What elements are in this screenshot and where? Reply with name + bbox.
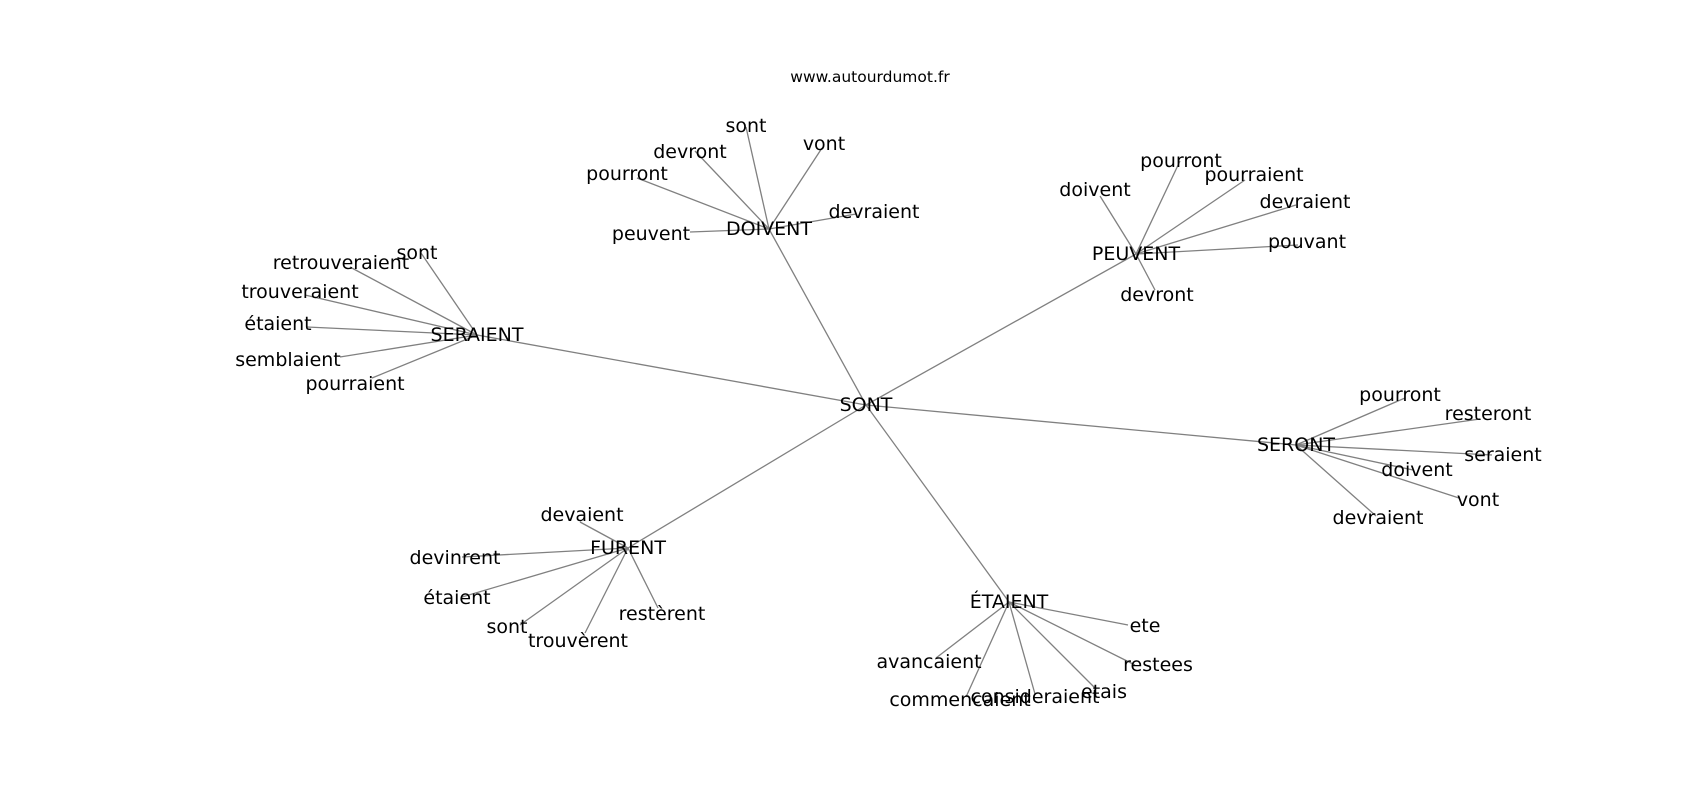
edge-hub-to-word	[694, 150, 770, 230]
edge-hub-to-word	[1135, 160, 1181, 255]
leaf-word-node[interactable]: retrouveraient	[273, 252, 409, 274]
leaf-word-node[interactable]: trouvèrent	[528, 630, 628, 652]
hub-word-node[interactable]: SERONT	[1257, 434, 1335, 456]
edge-hub-to-word	[935, 601, 1010, 659]
leaf-word-node[interactable]: étaient	[423, 587, 490, 609]
edge-hub-to-word	[1008, 601, 1097, 690]
hub-word-node[interactable]: SERAIENT	[431, 324, 524, 346]
edge-center-to-hub	[865, 404, 1010, 603]
edge-center-to-hub	[476, 334, 867, 406]
leaf-word-node[interactable]: vont	[1457, 489, 1499, 511]
edge-hub-to-word	[689, 228, 770, 233]
leaf-word-node[interactable]: sont	[486, 616, 527, 638]
edge-hub-to-word	[349, 266, 478, 336]
center-word-node[interactable]: SONT	[840, 394, 893, 416]
source-url: www.autourdumot.fr	[790, 68, 950, 86]
edge-hub-to-word	[627, 547, 659, 609]
hub-word-node[interactable]: ÉTAIENT	[970, 590, 1049, 613]
leaf-word-node[interactable]: devaient	[540, 504, 623, 526]
leaf-word-node[interactable]: trouveraient	[241, 281, 358, 303]
leaf-word-node[interactable]: pourront	[1140, 150, 1222, 172]
edge-hub-to-word	[339, 334, 478, 358]
edge-hub-to-word	[1135, 204, 1297, 255]
edge-hub-to-word	[461, 547, 629, 558]
leaf-word-node[interactable]: consideraient	[971, 686, 1100, 708]
edge-hub-to-word	[1295, 444, 1460, 499]
edge-hub-to-word	[768, 213, 857, 230]
leaf-word-node[interactable]: pourraient	[305, 373, 404, 395]
leaf-word-node[interactable]: devraient	[1333, 507, 1424, 529]
graph-labels: SONTsontdevrontpourrontvontdevraientpeuv…	[235, 115, 1542, 711]
leaf-word-node[interactable]: resteront	[1445, 403, 1532, 425]
leaf-word-node[interactable]: pouvant	[1268, 231, 1346, 253]
leaf-word-node[interactable]: restees	[1123, 654, 1193, 676]
leaf-word-node[interactable]: pourront	[586, 163, 668, 185]
edge-hub-to-word	[420, 252, 478, 336]
edge-hub-to-word	[1008, 601, 1136, 666]
edge-hub-to-word	[965, 601, 1010, 698]
edge-center-to-hub	[627, 404, 867, 549]
edge-hub-to-word	[461, 547, 629, 598]
edge-hub-to-word	[584, 547, 629, 634]
edge-hub-to-word	[304, 294, 478, 336]
edge-hub-to-word	[1295, 444, 1493, 456]
hub-word-node[interactable]: PEUVENT	[1092, 243, 1181, 265]
leaf-word-node[interactable]: doivent	[1381, 459, 1452, 481]
hub-word-node[interactable]: DOIVENT	[726, 218, 812, 240]
leaf-word-node[interactable]: devraient	[1260, 191, 1351, 213]
leaf-word-node[interactable]: pourront	[1359, 384, 1441, 406]
leaf-word-node[interactable]: restèrent	[619, 603, 706, 625]
edge-hub-to-word	[1008, 601, 1036, 695]
leaf-word-node[interactable]: sont	[725, 115, 766, 137]
leaf-word-node[interactable]: seraient	[1464, 444, 1542, 466]
edge-center-to-hub	[865, 253, 1137, 406]
leaf-word-node[interactable]: sont	[396, 242, 437, 264]
leaf-word-node[interactable]: avancaient	[876, 651, 981, 673]
leaf-word-node[interactable]: semblaient	[235, 349, 341, 371]
leaf-word-node[interactable]: pourraient	[1204, 164, 1303, 186]
leaf-word-node[interactable]: ete	[1130, 615, 1161, 637]
edge-hub-to-word	[519, 547, 629, 626]
leaf-word-node[interactable]: etais	[1081, 681, 1127, 703]
edge-hub-to-word	[1135, 244, 1299, 255]
graph-edges	[304, 126, 1493, 698]
leaf-word-node[interactable]: devinrent	[410, 547, 501, 569]
leaf-word-node[interactable]: étaient	[244, 313, 311, 335]
edge-hub-to-word	[1099, 195, 1137, 255]
edge-hub-to-word	[1295, 444, 1414, 471]
leaf-word-node[interactable]: devront	[653, 141, 727, 163]
edge-hub-to-word	[1295, 397, 1406, 446]
hub-word-node[interactable]: FURENT	[590, 537, 666, 559]
leaf-word-node[interactable]: vont	[803, 133, 845, 155]
edge-hub-to-word	[371, 334, 478, 379]
edge-hub-to-word	[768, 147, 823, 230]
edge-hub-to-word	[579, 521, 629, 549]
edge-hub-to-word	[1008, 601, 1129, 626]
edge-hub-to-word	[1295, 444, 1377, 517]
edge-hub-to-word	[636, 177, 770, 230]
leaf-word-node[interactable]: peuvent	[612, 223, 690, 245]
leaf-word-node[interactable]: doivent	[1059, 179, 1130, 201]
edge-hub-to-word	[1295, 418, 1481, 446]
edge-hub-to-word	[1135, 179, 1246, 255]
edge-hub-to-word	[306, 326, 478, 336]
leaf-word-node[interactable]: devraient	[829, 201, 920, 223]
leaf-word-node[interactable]: devront	[1120, 284, 1194, 306]
edge-center-to-hub	[768, 228, 867, 406]
edge-center-to-hub	[865, 404, 1297, 446]
edge-hub-to-word	[745, 126, 770, 230]
leaf-word-node[interactable]: commencaient	[889, 689, 1030, 711]
edge-hub-to-word	[1135, 253, 1156, 291]
